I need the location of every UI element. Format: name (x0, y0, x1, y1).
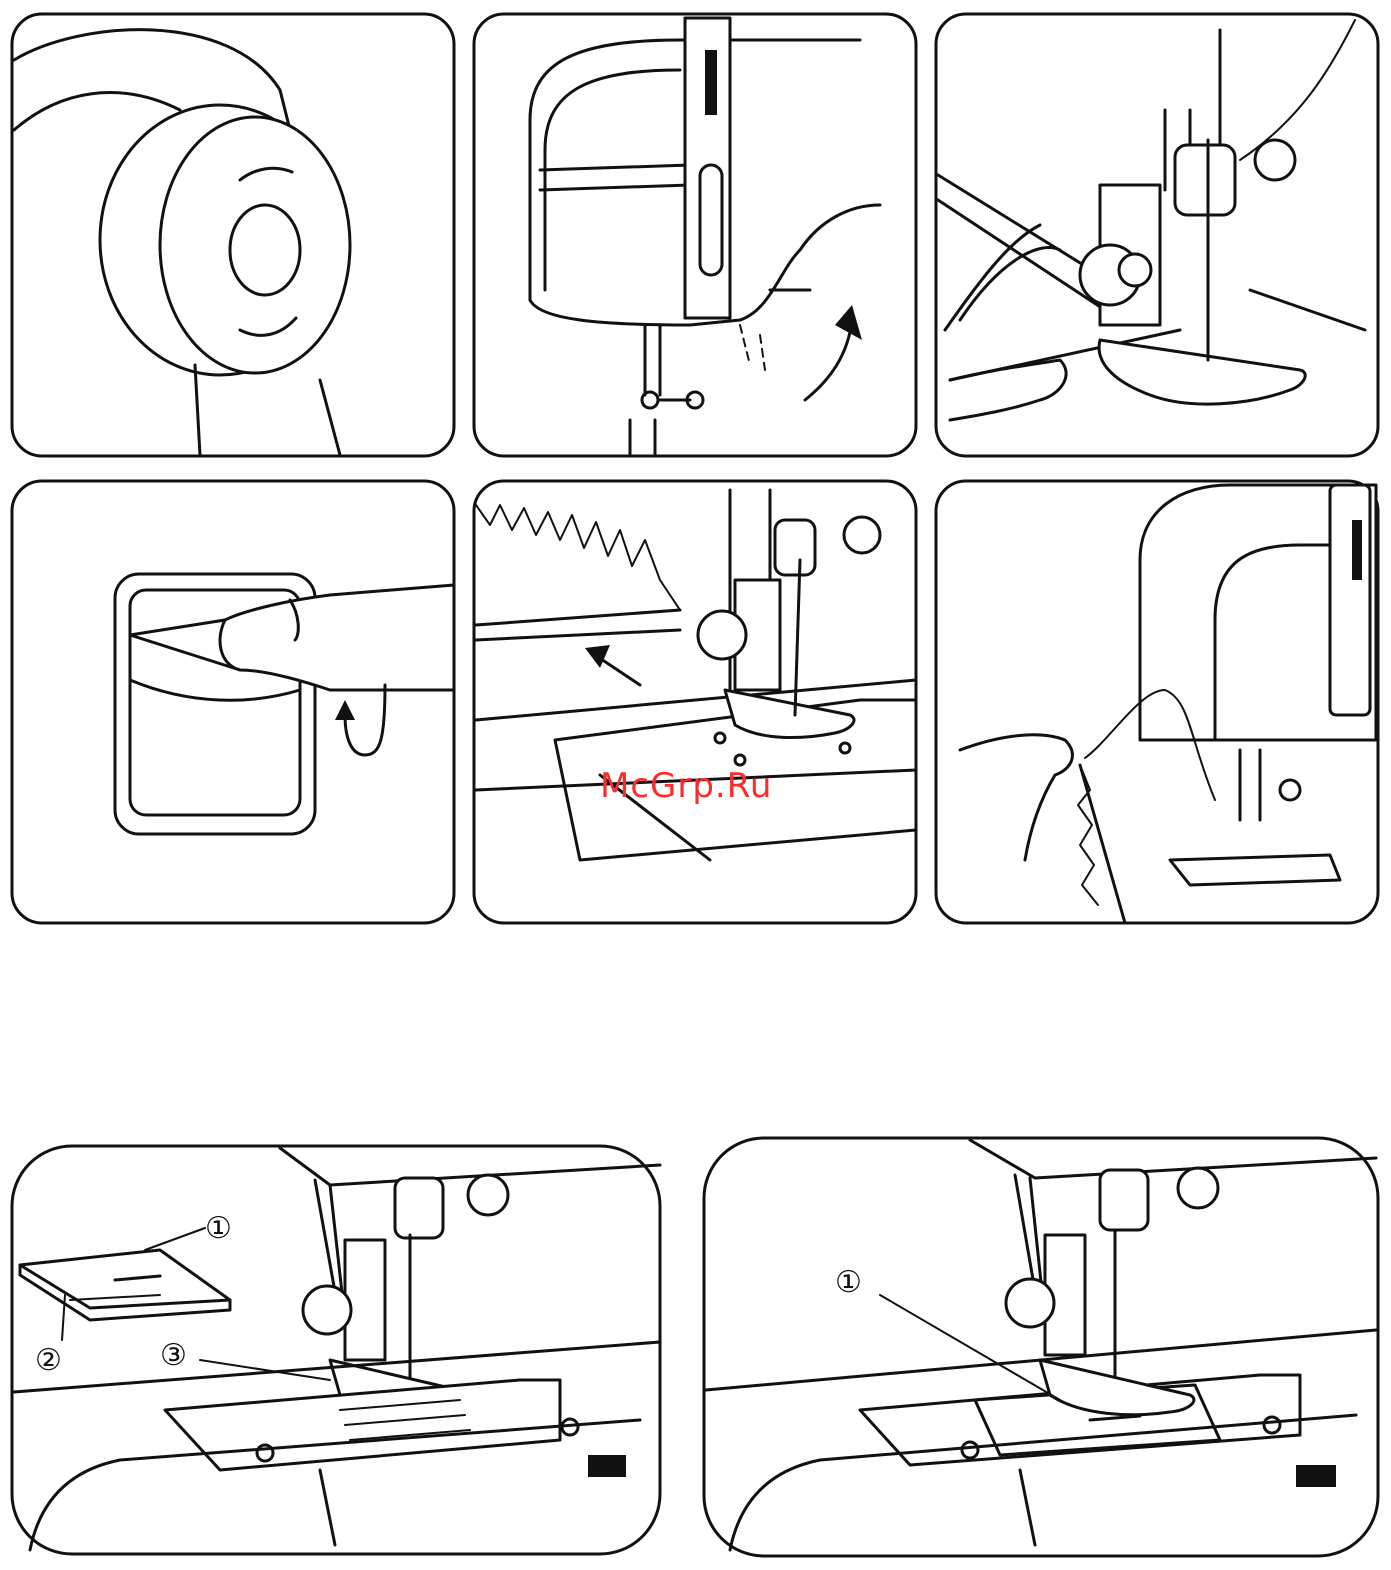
stitch-dial-icon (705, 50, 717, 115)
panel-reverse-button (12, 481, 454, 923)
callout-2: ② (35, 1343, 62, 1378)
callout-1: ① (205, 1211, 232, 1246)
label-plate-icon (588, 1455, 626, 1477)
watermark: McGrp.Ru (600, 766, 772, 806)
callout-1: ① (835, 1265, 862, 1300)
callout-3: ③ (160, 1338, 187, 1373)
panel-thread-pull (936, 481, 1378, 923)
panel-presser-lever (474, 14, 916, 456)
label-plate-icon (1296, 1465, 1336, 1487)
panel-plate-attached: ① (704, 1138, 1378, 1556)
panel-fabric-feed (474, 481, 916, 923)
panel-hands-foot (936, 14, 1378, 456)
panel-needle-plate-callouts: ① ② ③ (12, 1146, 660, 1554)
panel-handwheel (12, 14, 454, 456)
stitch-dial-icon (1352, 520, 1362, 580)
